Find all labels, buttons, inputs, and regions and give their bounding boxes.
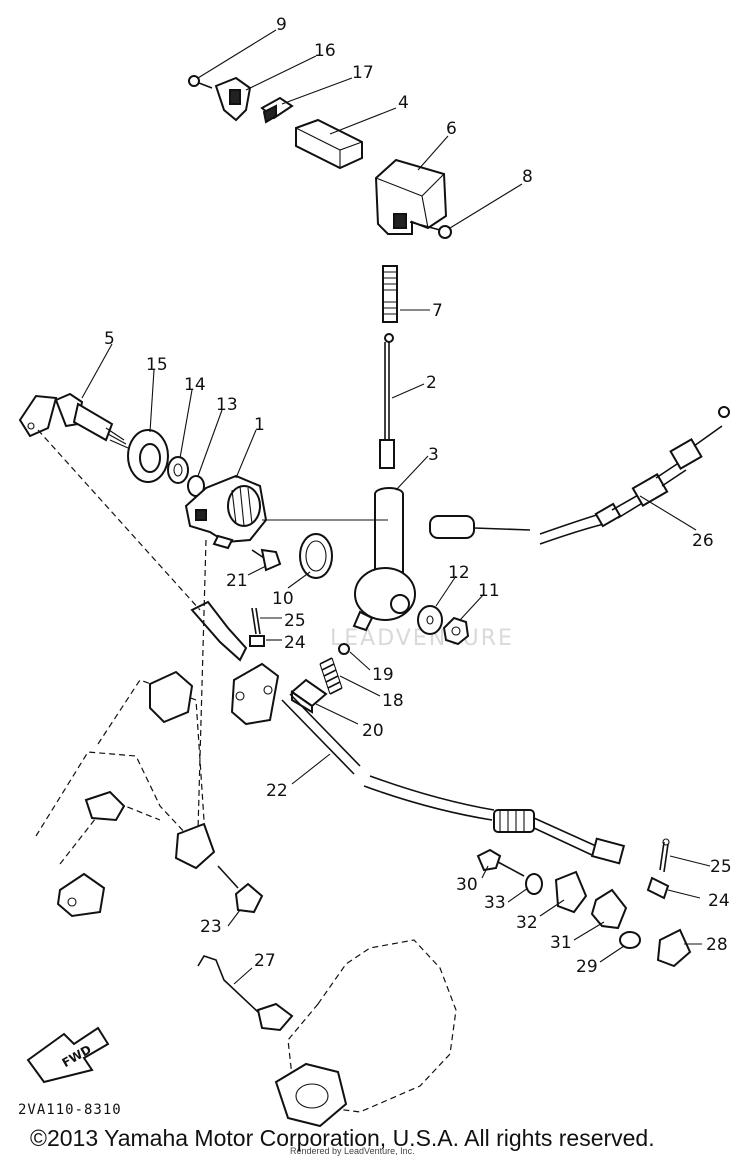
part-30-bolt <box>476 848 525 877</box>
callout-8: 8 <box>522 167 533 187</box>
callout-33: 33 <box>484 893 506 913</box>
callout-18: 18 <box>382 691 404 711</box>
part-15-oil-seal <box>127 429 169 483</box>
part-16-bracket <box>214 76 252 122</box>
part-19-ball <box>338 643 350 655</box>
part-23-bolt <box>217 865 264 914</box>
part-10-seal <box>299 533 333 579</box>
callout-21: 21 <box>226 571 248 591</box>
part-25-cotter-pin-upper <box>251 607 261 635</box>
part-14-washer <box>167 456 189 484</box>
callout-31: 31 <box>550 933 572 953</box>
callout-7: 7 <box>432 301 443 321</box>
part-27-linkage-rod <box>197 955 294 1032</box>
frame-outline <box>35 429 216 918</box>
part-20-bushing <box>290 678 328 714</box>
part-28-damper <box>656 928 692 968</box>
callout-17: 17 <box>352 63 374 83</box>
callout-23: 23 <box>200 917 222 937</box>
callout-2: 2 <box>426 373 437 393</box>
part-24-pin-lower <box>646 876 670 900</box>
callout-29: 29 <box>576 957 598 977</box>
callout-19: 19 <box>372 665 394 685</box>
callout-6: 6 <box>446 119 457 139</box>
callout-24-upper: 24 <box>284 633 306 653</box>
part-5-shift-shaft <box>18 392 129 449</box>
callout-27: 27 <box>254 951 276 971</box>
callout-9: 9 <box>276 15 287 35</box>
callout-16: 16 <box>314 41 336 61</box>
callout-28: 28 <box>706 935 728 955</box>
fwd-arrow-icon: FWD <box>26 1026 110 1084</box>
callout-1: 1 <box>254 415 265 435</box>
part-2-shift-rod <box>379 333 395 469</box>
callout-20: 20 <box>362 721 384 741</box>
callout-12: 12 <box>448 563 470 583</box>
part-31-lever <box>590 888 628 930</box>
part-18-spring <box>319 657 343 695</box>
callout-15: 15 <box>146 355 168 375</box>
callout-13: 13 <box>216 395 238 415</box>
part-29-collar <box>619 931 641 949</box>
callout-4: 4 <box>398 93 409 113</box>
callout-22: 22 <box>266 781 288 801</box>
callout-24-lower: 24 <box>708 891 730 911</box>
callout-11: 11 <box>478 581 500 601</box>
callout-labels: 9 16 17 4 6 8 7 5 15 14 13 1 2 3 26 21 1… <box>104 15 732 977</box>
callout-10: 10 <box>272 589 294 609</box>
part-25-cotter-pin-lower <box>659 838 670 873</box>
leader-lines <box>81 29 711 985</box>
copyright-notice: ©2013 Yamaha Motor Corporation, U.S.A. A… <box>30 1125 655 1151</box>
part-21-bolt <box>251 548 282 572</box>
part-8-screw <box>409 221 452 239</box>
part-26-cable <box>429 406 730 545</box>
part-9-screw <box>188 75 213 89</box>
diagram-code: 2VA110-8310 <box>18 1102 122 1118</box>
callout-5: 5 <box>104 329 115 349</box>
callout-30: 30 <box>456 875 478 895</box>
part-4-pad <box>295 118 363 170</box>
callout-3: 3 <box>428 445 439 465</box>
part-1-lever-housing <box>184 474 268 550</box>
render-note: Rendered by LeadVenture, Inc. <box>290 1146 415 1156</box>
part-12-washer <box>417 605 443 635</box>
callout-25-upper: 25 <box>284 611 306 631</box>
callout-14: 14 <box>184 375 206 395</box>
part-6-shift-knob <box>374 158 448 235</box>
part-22-shift-cable <box>190 600 626 865</box>
callout-26: 26 <box>692 531 714 551</box>
part-11-nut <box>442 616 470 646</box>
engine-case-outline <box>274 939 457 1128</box>
part-32-joint <box>554 870 588 914</box>
part-7-threaded-rod <box>382 265 398 323</box>
part-3-shift-housing <box>352 487 416 632</box>
part-24-pin-upper <box>249 635 265 647</box>
part-33-washer <box>525 873 543 895</box>
callout-25-lower: 25 <box>710 857 732 877</box>
callout-32: 32 <box>516 913 538 933</box>
